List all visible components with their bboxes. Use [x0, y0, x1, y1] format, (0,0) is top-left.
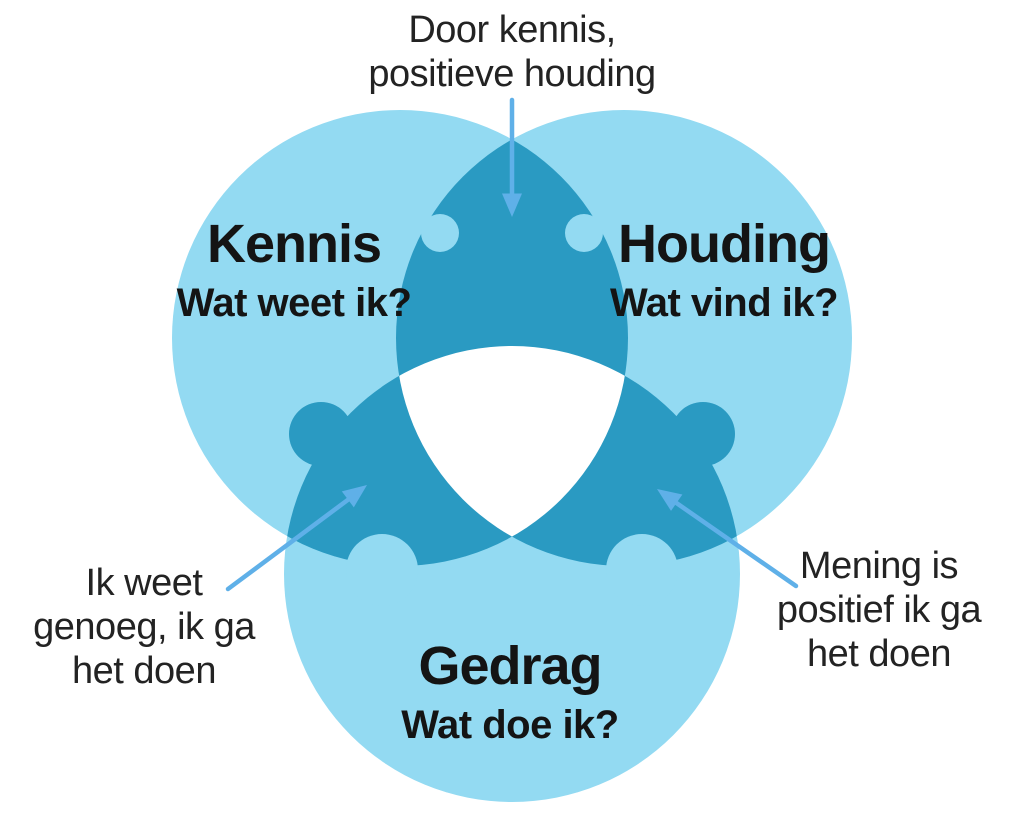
kennis-label: Kennis Wat weet ik? [177, 212, 412, 326]
arrow-line [225, 496, 352, 592]
kennis-question: Wat weet ik? [176, 281, 412, 325]
puzzle-notch-bottom-right [606, 534, 678, 606]
annotation-line: genoeg, ik ga [33, 606, 255, 648]
annotation-line: het doen [807, 633, 951, 675]
houding-title: Houding [618, 214, 831, 274]
gedrag-title: Gedrag [418, 636, 602, 696]
annotation-line: Door kennis, [408, 9, 616, 51]
annotation-line: positieve houding [368, 53, 656, 95]
puzzle-notch-top-left [421, 214, 459, 252]
arrow-down-icon [502, 193, 522, 217]
annotation-line: Mening is [799, 545, 959, 587]
puzzle-tab-left [289, 402, 353, 466]
kennis-title: Kennis [206, 214, 382, 274]
annotation-line: het doen [72, 650, 216, 692]
annotation-line: positief ik ga [776, 589, 982, 631]
arrow-up-right-icon [341, 485, 367, 508]
gedrag-question: Wat doe ik? [401, 703, 619, 747]
arrow-line [672, 499, 799, 589]
right-annotation: Mening is positief ik ga het doen [776, 544, 982, 676]
gedrag-label: Gedrag Wat doe ik? [401, 634, 619, 748]
top-annotation: Door kennis, positieve houding [368, 8, 656, 96]
left-annotation-arrow [225, 485, 367, 592]
puzzle-notch-bottom-left [346, 534, 418, 606]
top-annotation-arrow [502, 97, 522, 217]
annotation-line: Ik weet [85, 562, 203, 604]
left-annotation: Ik weet genoeg, ik ga het doen [33, 561, 255, 693]
puzzle-tab-right [671, 402, 735, 466]
arrow-up-left-icon [657, 489, 683, 511]
puzzle-notch-top-right [565, 214, 603, 252]
right-annotation-arrow [657, 489, 799, 589]
houding-question: Wat vind ik? [609, 281, 839, 325]
houding-label: Houding Wat vind ik? [609, 212, 839, 326]
